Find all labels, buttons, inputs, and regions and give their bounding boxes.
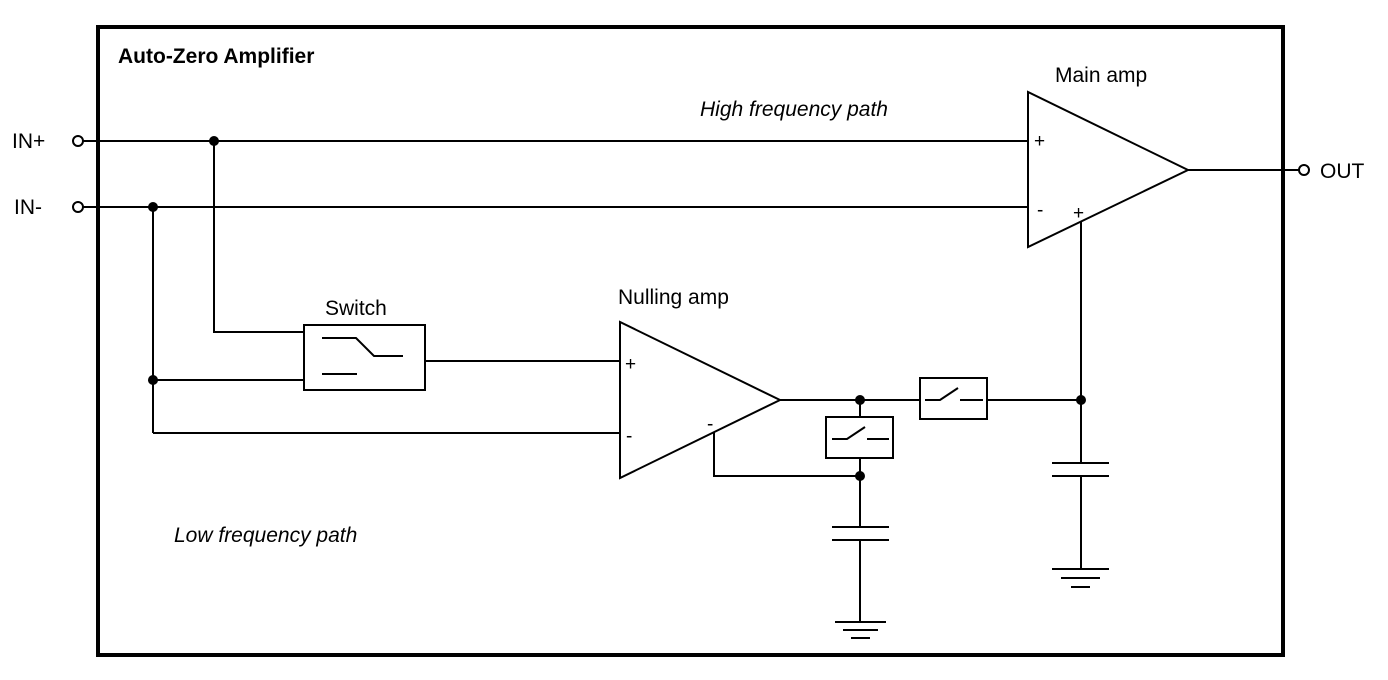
nulling-amp-label: Nulling amp xyxy=(618,286,729,309)
nulling-amp-plus-pin: + xyxy=(625,354,636,375)
null-switch-arm xyxy=(832,426,866,440)
nulling-amp-minus-pin: - xyxy=(626,426,632,447)
ground-icon xyxy=(835,621,886,639)
in-plus-tap-wire xyxy=(213,141,304,333)
amplifier-frame xyxy=(96,25,1285,657)
high-frequency-path-label: High frequency path xyxy=(700,98,888,121)
out-label: OUT xyxy=(1320,160,1365,183)
main-amp xyxy=(1027,90,1191,249)
in-minus-label: IN- xyxy=(14,196,42,219)
nulling-aux-feedback-wire xyxy=(713,432,860,477)
low-frequency-path-label: Low frequency path xyxy=(174,524,357,547)
main-amp-minus-pin: - xyxy=(1037,200,1043,221)
main-hold-capacitor xyxy=(1052,462,1109,477)
nulling-amp xyxy=(619,320,783,480)
switch-label: Switch xyxy=(325,297,387,320)
out-terminal xyxy=(1298,164,1310,176)
series-switch xyxy=(919,377,988,420)
ground-icon xyxy=(1052,568,1109,588)
main-amp-aux-plus-pin: + xyxy=(1073,203,1084,224)
in-plus-terminal xyxy=(72,135,84,147)
in-plus-label: IN+ xyxy=(12,130,45,153)
main-amp-plus-pin: + xyxy=(1034,131,1045,152)
in-minus-terminal xyxy=(72,201,84,213)
null-cap-junction xyxy=(855,471,865,481)
main-amp-label: Main amp xyxy=(1055,64,1147,87)
nulling-amp-aux-minus-pin: - xyxy=(707,414,713,435)
null-feedback-switch xyxy=(825,416,894,459)
diagram-title: Auto-Zero Amplifier xyxy=(118,45,314,68)
series-switch-arm xyxy=(925,387,959,401)
null-hold-capacitor xyxy=(832,526,889,541)
switch-contact-arm xyxy=(322,337,403,357)
input-switch xyxy=(303,324,426,391)
